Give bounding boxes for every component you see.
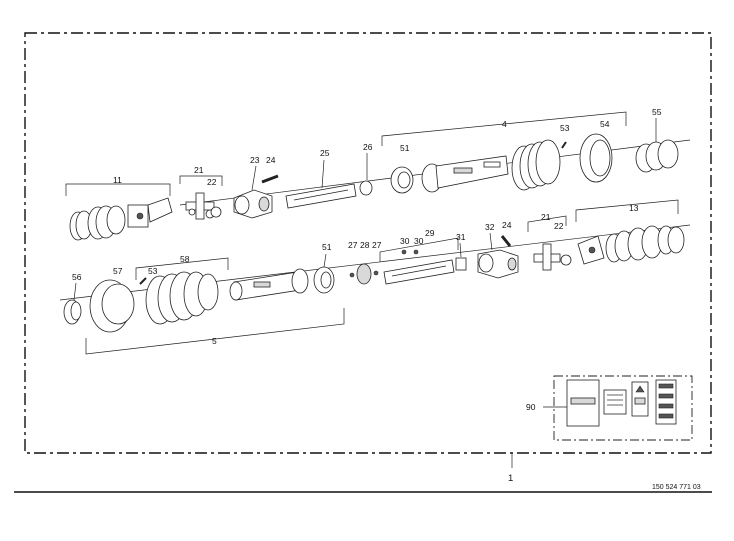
label-13: 13 — [629, 203, 639, 213]
label-22a: 22 — [207, 177, 217, 187]
assembly-frame — [24, 32, 712, 454]
label-23: 23 — [250, 155, 260, 165]
part-56-end-cap — [63, 299, 82, 325]
label-53a: 53 — [560, 123, 570, 133]
label-29: 29 — [425, 228, 435, 238]
label-55: 55 — [652, 107, 662, 117]
part-51-guard-bearing-lower — [313, 266, 335, 294]
part-90-documentation — [566, 379, 677, 427]
documentation-group — [553, 375, 693, 441]
part-24-roll-pin-lower — [500, 235, 512, 247]
part-51-guard-bearing — [390, 166, 414, 194]
label-90: 90 — [526, 402, 536, 412]
part-54-guard-ring — [579, 133, 613, 183]
part-31-bearing-ring — [455, 257, 467, 271]
label-51b: 51 — [322, 242, 332, 252]
label-28: 28 — [360, 240, 370, 250]
part-53-screw — [561, 141, 567, 149]
part-4-guard-tube — [421, 155, 509, 193]
part-29-profile-tube — [383, 259, 455, 285]
part-25-profile-tube — [285, 183, 357, 209]
part-5-guard-tube — [229, 268, 309, 301]
part-27-28-rings — [349, 263, 379, 285]
part-55-end-boot — [635, 139, 679, 173]
label-25: 25 — [320, 148, 330, 158]
label-54: 54 — [600, 119, 610, 129]
label-31: 31 — [456, 232, 466, 242]
label-51a: 51 — [400, 143, 410, 153]
label-27a: 27 — [348, 240, 358, 250]
part-22-circlip — [188, 206, 222, 218]
part-57-guard-cone — [89, 279, 135, 333]
label-5: 5 — [212, 336, 217, 346]
part-24-roll-pin — [261, 174, 279, 184]
label-24a: 24 — [266, 155, 276, 165]
label-58: 58 — [180, 254, 190, 264]
label-32: 32 — [485, 222, 495, 232]
label-11: 11 — [113, 175, 122, 185]
part-13-yoke-assembly — [577, 225, 685, 265]
label-22b: 22 — [554, 221, 564, 231]
label-30b: 30 — [414, 236, 424, 246]
part-4-guard-cone — [511, 139, 561, 191]
part-30-grease-nipples — [401, 249, 419, 255]
assembly-number: 1 — [508, 473, 513, 484]
part-23-inner-yoke — [233, 189, 273, 219]
label-21a: 21 — [194, 165, 204, 175]
label-57: 57 — [113, 266, 123, 276]
part-58-corrugated-guard — [145, 271, 219, 325]
part-53-screw-lower — [139, 277, 147, 285]
label-26: 26 — [363, 142, 373, 152]
label-56: 56 — [72, 272, 82, 282]
label-30a: 30 — [400, 236, 410, 246]
label-53b: 53 — [148, 266, 158, 276]
part-26-bearing-ring — [359, 180, 373, 196]
drawing-number: 150 524 771 03 — [652, 484, 701, 491]
part-11-yoke-assembly — [65, 183, 173, 241]
part-32-inner-yoke — [477, 249, 519, 279]
label-4: 4 — [502, 119, 507, 129]
label-21b: 21 — [541, 212, 551, 222]
label-24b: 24 — [502, 220, 512, 230]
part-21-cross-journal-lower — [533, 243, 572, 271]
label-27b: 27 — [372, 240, 382, 250]
